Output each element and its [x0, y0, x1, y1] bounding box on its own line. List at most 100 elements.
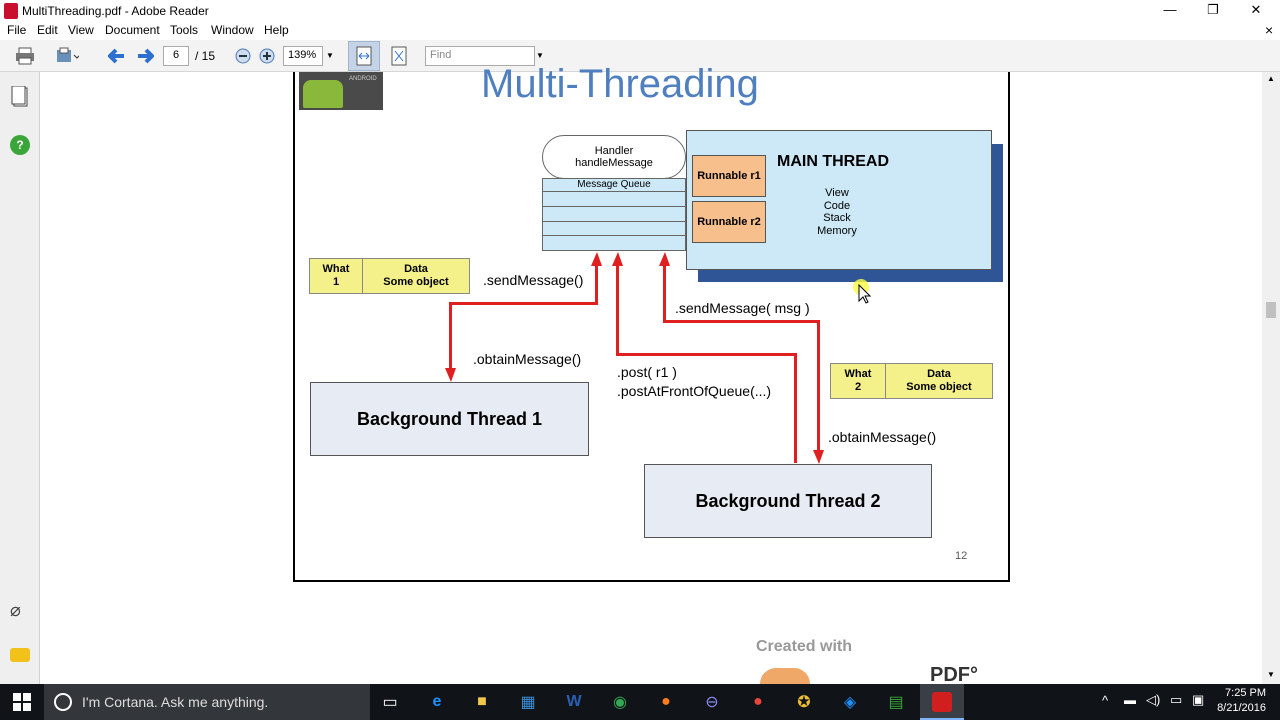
- edge-icon[interactable]: e: [432, 693, 442, 710]
- main-thread-title: MAIN THREAD: [777, 153, 889, 170]
- start-icon[interactable]: [10, 690, 34, 714]
- arrowhead-down-icon: [445, 368, 456, 382]
- zoom-dropdown-icon[interactable]: ▼: [326, 51, 334, 60]
- show-hidden-icons[interactable]: ^: [1102, 693, 1109, 708]
- pdf-page: ANDROID Multi-Threading Handler handleMe…: [293, 62, 1010, 582]
- cortana-icon: [54, 693, 72, 711]
- task-view-icon[interactable]: ▭: [382, 694, 398, 711]
- network-icon[interactable]: ▬: [1124, 693, 1136, 707]
- menu-document[interactable]: Document: [105, 23, 160, 37]
- attachments-icon[interactable]: ⌀: [10, 600, 21, 620]
- arrow-line: [817, 320, 820, 450]
- menu-help[interactable]: Help: [264, 23, 289, 37]
- pages-panel-icon[interactable]: [11, 85, 29, 111]
- android-robot-icon: [303, 80, 343, 108]
- menu-bar: File Edit View Document Tools Window Hel…: [0, 22, 1280, 40]
- clock-date: 8/21/2016: [1217, 702, 1266, 714]
- comments-icon[interactable]: [10, 648, 30, 662]
- adobe-reader-icon: [932, 692, 952, 712]
- send-message-msg-label: .sendMessage( msg ): [675, 300, 810, 316]
- info-code: Code: [823, 199, 851, 212]
- menu-view[interactable]: View: [68, 23, 94, 37]
- handler-label: Handler: [594, 145, 634, 157]
- adobe-reader-task[interactable]: [920, 684, 964, 720]
- keyboard-icon[interactable]: ▣: [1192, 692, 1205, 707]
- clock[interactable]: 7:25 PM 8/21/2016: [1214, 686, 1266, 716]
- main-thread-box: MAIN THREAD Runnable r1 Runnable r2 View…: [686, 130, 992, 270]
- fit-page-icon[interactable]: [386, 44, 412, 68]
- zoom-level-input[interactable]: 139%: [283, 46, 323, 66]
- runnable-r2: Runnable r2: [692, 201, 766, 243]
- cortana-placeholder: I'm Cortana. Ask me anything.: [82, 694, 269, 710]
- store-icon[interactable]: ▦: [520, 694, 536, 711]
- cortana-search-box[interactable]: I'm Cortana. Ask me anything.: [44, 684, 370, 720]
- queue-slot: [543, 207, 685, 222]
- app-badge-icon[interactable]: ✪: [797, 694, 811, 711]
- next-page-icon[interactable]: [132, 44, 158, 68]
- message-1-what: What 1: [309, 258, 363, 294]
- arrow-line: [449, 302, 598, 305]
- document-close-button[interactable]: ×: [1265, 22, 1274, 38]
- volume-icon[interactable]: ◁): [1146, 692, 1161, 707]
- pdf-app-icon: [4, 3, 18, 19]
- logo-text: ANDROID: [349, 76, 377, 82]
- queue-slot: [543, 222, 685, 236]
- previous-page-icon[interactable]: [104, 44, 130, 68]
- arrowhead-up-icon: [659, 252, 670, 266]
- menu-edit[interactable]: Edit: [37, 23, 58, 37]
- app-m-icon[interactable]: ●: [753, 693, 763, 710]
- scroll-thumb[interactable]: [1266, 302, 1276, 318]
- arrow-line: [616, 262, 619, 354]
- print-icon[interactable]: [12, 44, 38, 68]
- word-icon[interactable]: W: [566, 693, 582, 710]
- arrow-line: [794, 353, 797, 463]
- slide-title: Multi-Threading: [481, 62, 759, 106]
- zoom-in-icon[interactable]: [254, 44, 280, 68]
- menu-file[interactable]: File: [7, 23, 27, 37]
- arrowheads: [445, 252, 824, 464]
- menu-window[interactable]: Window: [211, 23, 254, 37]
- watermark-pdf-logo: PDF°: [930, 664, 978, 686]
- page-total: / 15: [195, 49, 216, 63]
- restore-button[interactable]: ❐: [1207, 2, 1219, 17]
- file-explorer-icon[interactable]: ■: [477, 693, 487, 710]
- background-thread-2: Background Thread 2: [644, 464, 932, 538]
- title-bar: MultiThreading.pdf - Adobe Reader — ❐ ✕: [0, 0, 1280, 22]
- post-r1-label: .post( r1 ): [617, 364, 677, 380]
- share-icon[interactable]: [54, 44, 80, 68]
- close-button[interactable]: ✕: [1250, 2, 1262, 17]
- clock-time: 7:25 PM: [1225, 687, 1266, 699]
- firefox-icon[interactable]: ●: [661, 693, 671, 710]
- arrowhead-down-icon: [813, 450, 824, 464]
- find-dropdown-icon[interactable]: ▼: [536, 51, 544, 60]
- display-icon[interactable]: ▭: [1170, 692, 1183, 707]
- message-queue: Message Queue: [542, 178, 686, 251]
- main-thread-info: View Code Stack Memory: [797, 187, 877, 237]
- help-icon[interactable]: ?: [10, 135, 30, 155]
- obtain-message-1-label: .obtainMessage(): [473, 351, 582, 367]
- notepad-icon[interactable]: ▤: [888, 694, 904, 711]
- message-2-data: Data Some object: [885, 363, 993, 399]
- handle-message-label: handleMessage: [575, 157, 653, 169]
- find-input[interactable]: Find: [425, 46, 535, 66]
- arrow-line: [616, 353, 797, 356]
- toolbar: 6 / 15 139% ▼ Find ▼: [0, 40, 1280, 72]
- mouse-cursor-icon: [853, 279, 872, 304]
- menu-tools[interactable]: Tools: [170, 23, 199, 37]
- arrow-line: [663, 262, 666, 322]
- minimize-button[interactable]: —: [1163, 2, 1177, 17]
- fit-width-icon[interactable]: [348, 41, 380, 71]
- send-message-label: .sendMessage(): [483, 272, 584, 288]
- scroll-up-icon[interactable]: ▲: [1267, 74, 1275, 83]
- wifi-app-icon[interactable]: ◈: [843, 694, 857, 711]
- zoom-out-icon[interactable]: [230, 44, 256, 68]
- queue-slot: [543, 192, 685, 207]
- chrome-icon[interactable]: ◉: [613, 694, 627, 711]
- handler-box: Handler handleMessage: [542, 135, 686, 179]
- page-number-input[interactable]: 6: [163, 46, 189, 66]
- app-icon[interactable]: ⊖: [705, 694, 719, 711]
- vertical-scrollbar[interactable]: ▲ ▼: [1262, 72, 1280, 684]
- message-queue-label: Message Queue: [543, 179, 685, 192]
- message-1-data: Data Some object: [362, 258, 470, 294]
- scroll-down-icon[interactable]: ▼: [1267, 670, 1275, 679]
